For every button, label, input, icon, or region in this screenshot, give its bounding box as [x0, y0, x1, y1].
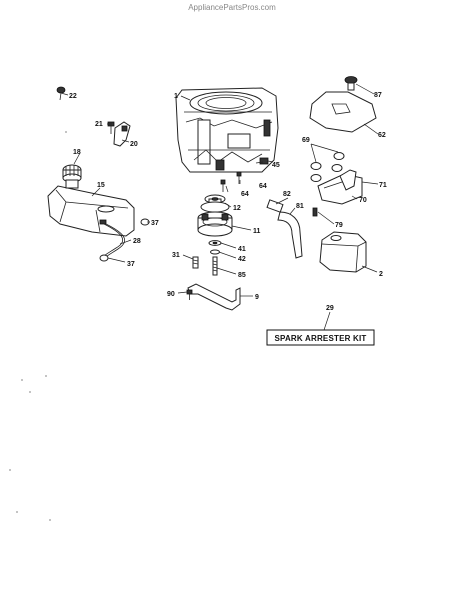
- pulley-12-part[interactable]: [200, 194, 230, 213]
- callout-69: 69: [302, 137, 310, 144]
- callout-37-upper: 37: [151, 220, 159, 227]
- clutch-11-part[interactable]: [197, 211, 233, 237]
- exhaust-pipe-part[interactable]: [317, 169, 363, 205]
- callout-21: 21: [95, 121, 103, 128]
- callout-62: 62: [378, 132, 386, 139]
- screw-90-part[interactable]: [186, 289, 193, 300]
- washer-42-part[interactable]: [210, 249, 220, 255]
- bracket-9-part[interactable]: [187, 283, 241, 311]
- callout-37-lower: 37: [127, 261, 135, 268]
- bolt-64-lower-part[interactable]: [220, 179, 226, 192]
- callout-29: 29: [326, 305, 334, 312]
- callout-45: 45: [272, 162, 280, 169]
- callout-15: 15: [97, 182, 105, 189]
- spark-arrester-kit-box[interactable]: SPARK ARRESTER KIT: [266, 329, 375, 346]
- screw-87-part[interactable]: [344, 76, 358, 91]
- callout-9: 9: [255, 294, 259, 301]
- callout-1: 1: [174, 93, 178, 100]
- callout-87: 87: [374, 92, 382, 99]
- callout-41: 41: [238, 246, 246, 253]
- scan-specks: [9, 131, 67, 521]
- heat-shield-part[interactable]: [309, 91, 377, 133]
- callout-90: 90: [167, 291, 175, 298]
- bolt-85-part[interactable]: [212, 256, 218, 276]
- callout-79: 79: [335, 222, 343, 229]
- spark-arrester-kit-label: SPARK ARRESTER KIT: [274, 334, 366, 343]
- callout-64-lower: 64: [241, 191, 249, 198]
- muffler-part[interactable]: [319, 231, 367, 273]
- callout-20: 20: [130, 141, 138, 148]
- callout-2: 2: [379, 271, 383, 278]
- callout-11: 11: [253, 228, 261, 235]
- callout-70: 70: [359, 197, 367, 204]
- bracket-20-part[interactable]: [113, 121, 131, 147]
- filler-neck-part[interactable]: [65, 179, 79, 189]
- callout-82: 82: [283, 191, 291, 198]
- screw-79-part[interactable]: [312, 207, 318, 217]
- callout-64-upper: 64: [259, 183, 267, 190]
- callout-42: 42: [238, 256, 246, 263]
- fitting-82-part[interactable]: [266, 199, 284, 213]
- fuel-tank-part[interactable]: [47, 185, 135, 237]
- gasket-69-part[interactable]: [310, 152, 345, 182]
- bolt-31-part[interactable]: [192, 256, 199, 269]
- screw-22-part[interactable]: [56, 86, 66, 101]
- washer-41-part[interactable]: [208, 240, 222, 246]
- callout-18: 18: [73, 149, 81, 156]
- engine-part[interactable]: [175, 87, 279, 173]
- clamp-37-lower-part[interactable]: [99, 254, 109, 262]
- callout-71: 71: [379, 182, 387, 189]
- exhaust-elbow-part[interactable]: [277, 211, 303, 259]
- watermark-text: AppliancePartsPros.com: [188, 3, 276, 12]
- bolt-64-upper-part[interactable]: [236, 171, 242, 184]
- fuel-cap-part[interactable]: [62, 164, 82, 183]
- callout-22: 22: [69, 93, 77, 100]
- callout-31: 31: [172, 252, 180, 259]
- fuel-line-part[interactable]: [103, 223, 125, 258]
- callout-85: 85: [238, 272, 246, 279]
- callout-28: 28: [133, 238, 141, 245]
- callout-81: 81: [296, 203, 304, 210]
- callout-12: 12: [233, 205, 241, 212]
- bolt-45-part[interactable]: [259, 157, 274, 165]
